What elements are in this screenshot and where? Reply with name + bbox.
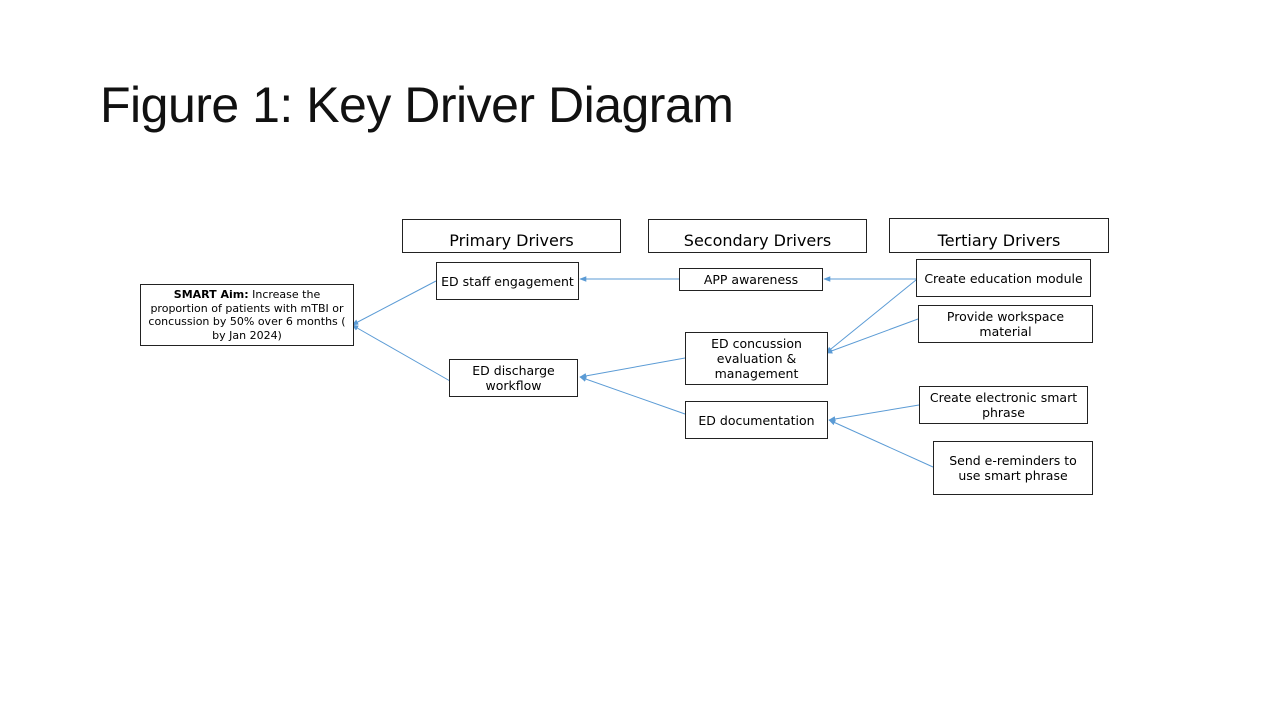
arrow-workspace-to-eval xyxy=(825,318,919,354)
arrow-education-to-eval xyxy=(825,279,917,354)
arrow-discharge-to-aim xyxy=(351,324,451,382)
page-title: Figure 1: Key Driver Diagram xyxy=(100,77,734,133)
smart-aim-box: SMART Aim: Increase the proportion of pa… xyxy=(140,284,354,346)
smart-aim-label: SMART Aim: xyxy=(173,288,249,301)
smart-aim-text: SMART Aim: Increase the proportion of pa… xyxy=(144,288,350,342)
smart-aim-description: Increase the proportion of patients with… xyxy=(148,288,346,342)
secondary-driver-documentation: ED documentation xyxy=(685,401,828,439)
arrow-reminders-to-doc xyxy=(828,419,934,468)
primary-driver-discharge-workflow: ED discharge workflow xyxy=(449,359,578,397)
secondary-driver-concussion-evaluation: ED concussion evaluation & management xyxy=(685,332,828,385)
tertiary-driver-e-reminders: Send e-reminders to use smart phrase xyxy=(933,441,1093,495)
arrow-doc-to-discharge xyxy=(579,376,686,415)
secondary-driver-app-awareness: APP awareness xyxy=(679,268,823,291)
arrow-phrase-to-doc xyxy=(828,404,920,422)
header-primary-drivers: Primary Drivers xyxy=(402,219,621,253)
tertiary-driver-workspace-material: Provide workspace material xyxy=(918,305,1093,343)
header-secondary-drivers: Secondary Drivers xyxy=(648,219,867,253)
arrow-eval-to-discharge xyxy=(579,357,686,379)
tertiary-driver-education-module: Create education module xyxy=(916,259,1091,297)
tertiary-driver-smart-phrase: Create electronic smart phrase xyxy=(919,386,1088,424)
primary-driver-staff-engagement: ED staff engagement xyxy=(436,262,579,300)
arrow-staff-to-aim xyxy=(351,280,437,326)
header-tertiary-drivers: Tertiary Drivers xyxy=(889,218,1109,253)
